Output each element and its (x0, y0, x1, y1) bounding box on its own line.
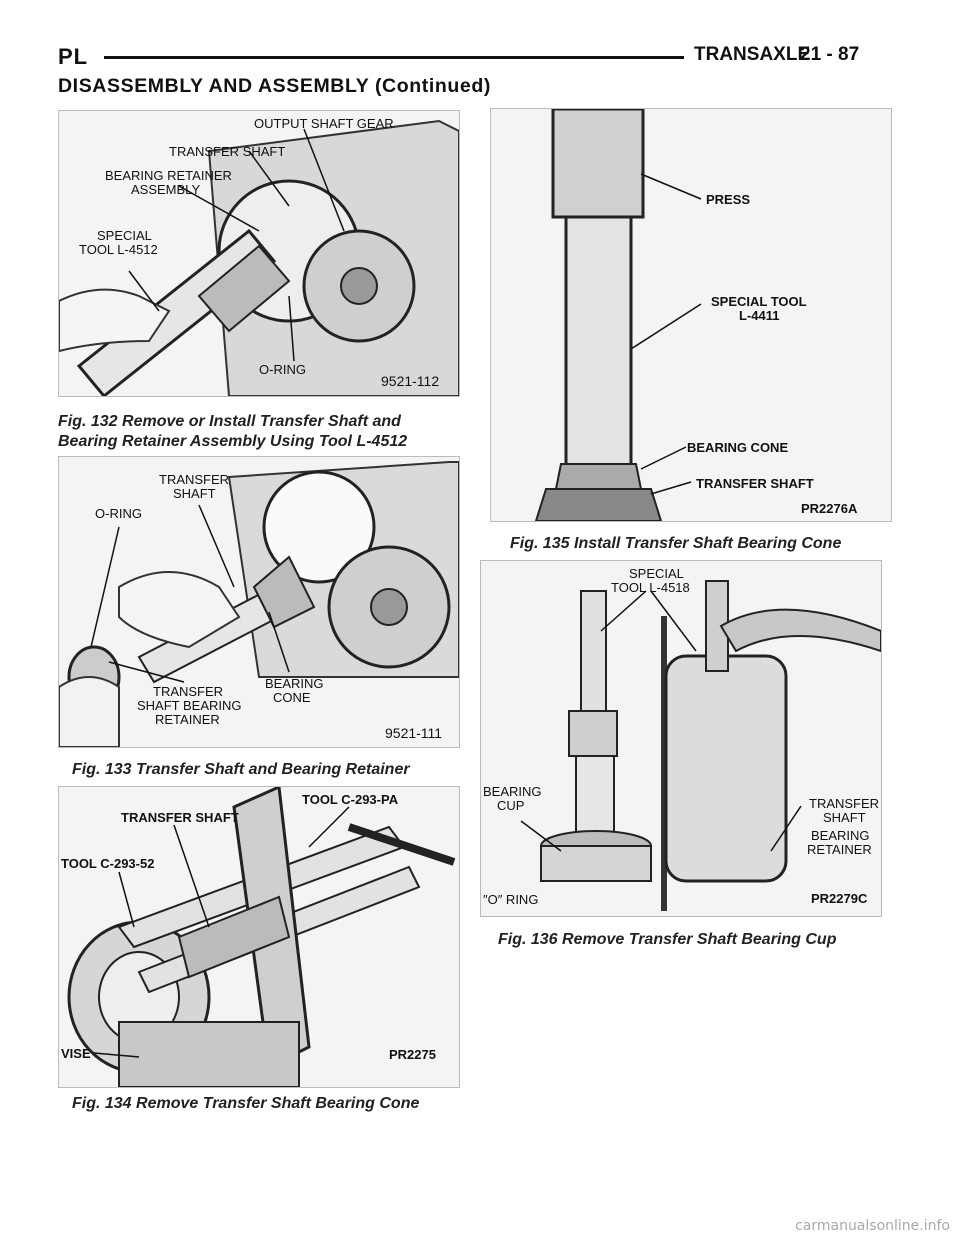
label-bearing-cup-line2: CUP (497, 798, 525, 813)
label-special-tool-line2: TOOL L-4518 (611, 580, 690, 595)
caption-fig-136: Fig. 136 Remove Transfer Shaft Bearing C… (498, 931, 837, 948)
label-special-tool-line1: SPECIAL (97, 228, 152, 243)
label-special-tool-line2: TOOL L-4512 (79, 242, 158, 257)
label-bearing-cup-line1: BEARING (483, 784, 542, 799)
label-press: PRESS (706, 192, 751, 207)
label-bearing-retainer-line3: RETAINER (155, 712, 220, 727)
figure-133-illustration: TRANSFER SHAFT O-RING TRANSFER SHAFT BEA… (58, 456, 460, 748)
label-retainer-line4: RETAINER (807, 842, 872, 857)
label-retainer-line3: BEARING (811, 828, 870, 843)
caption-fig-133: Fig. 133 Transfer Shaft and Bearing Reta… (72, 761, 410, 778)
caption-fig-132: Fig. 132 Remove or Install Transfer Shaf… (58, 412, 407, 452)
label-tool-c-293-52: TOOL C-293-52 (61, 856, 155, 871)
section-title: DISASSEMBLY AND ASSEMBLY (Continued) (58, 75, 491, 97)
caption-fig-134: Fig. 134 Remove Transfer Shaft Bearing C… (72, 1095, 420, 1112)
header-page-number: 21 - 87 (800, 44, 860, 65)
figure-136-number: PR2279C (811, 891, 868, 906)
label-transfer-shaft: TRANSFER SHAFT (169, 144, 286, 159)
label-bearing-retainer-line2: SHAFT BEARING (137, 698, 242, 713)
label-tool-c-293-pa: TOOL C-293-PA (302, 792, 399, 807)
watermark-footer: carmanualsonline.info (795, 1218, 950, 1234)
figure-132-number: 9521-112 (381, 373, 440, 389)
figure-136-illustration: SPECIAL TOOL L-4518 BEARING CUP ″O″ RING… (480, 560, 882, 917)
label-transfer-shaft-line1: TRANSFER (159, 472, 230, 487)
label-bearing-retainer-line1: BEARING RETAINER (105, 168, 232, 183)
label-bearing-cone-line2: CONE (273, 690, 311, 705)
label-output-shaft-gear: OUTPUT SHAFT GEAR (254, 116, 394, 131)
figure-132-illustration: OUTPUT SHAFT GEAR TRANSFER SHAFT BEARING… (58, 110, 460, 397)
header-section-name: TRANSAXLE (694, 44, 811, 65)
figure-134-drawing (67, 787, 456, 1087)
label-bearing-retainer-line2: ASSEMBLY (131, 182, 201, 197)
caption-fig-135: Fig. 135 Install Transfer Shaft Bearing … (510, 535, 842, 552)
label-special-tool-line2: L-4411 (739, 308, 780, 323)
caption-fig-132-line2: Bearing Retainer Assembly Using Tool L-4… (58, 433, 408, 450)
figure-135-illustration: PRESS SPECIAL TOOL L-4411 BEARING CONE T… (490, 108, 892, 522)
figure-133-drawing (59, 461, 459, 747)
label-o-ring: O-RING (259, 362, 306, 377)
label-transfer-shaft: TRANSFER SHAFT (696, 476, 814, 491)
figure-135-number: PR2276A (801, 501, 858, 516)
figure-134-number: PR2275 (389, 1047, 436, 1062)
label-bearing-retainer-line1: TRANSFER (153, 684, 224, 699)
label-retainer-line1: TRANSFER (809, 796, 880, 811)
label-vise: VISE (61, 1046, 91, 1061)
label-o-ring: O-RING (95, 506, 142, 521)
figure-135-drawing (534, 109, 702, 521)
label-bearing-cone: BEARING CONE (687, 440, 789, 455)
header-rule (104, 56, 684, 59)
figure-132-drawing (59, 119, 459, 396)
label-special-tool-line1: SPECIAL (629, 566, 684, 581)
label-transfer-shaft-line2: SHAFT (173, 486, 216, 501)
figure-133-number: 9521-111 (385, 725, 443, 741)
label-special-tool-line1: SPECIAL TOOL (711, 294, 807, 309)
label-retainer-line2: SHAFT (823, 810, 866, 825)
header-vehicle-code: PL (58, 44, 89, 69)
figure-134-illustration: TOOL C-293-PA TRANSFER SHAFT TOOL C-293-… (58, 786, 460, 1088)
figure-136-drawing (520, 580, 881, 911)
label-bearing-cone-line1: BEARING (265, 676, 324, 691)
label-o-ring: ″O″ RING (483, 892, 539, 907)
caption-fig-132-line1: Fig. 132 Remove or Install Transfer Shaf… (58, 413, 401, 430)
label-transfer-shaft: TRANSFER SHAFT (121, 810, 239, 825)
